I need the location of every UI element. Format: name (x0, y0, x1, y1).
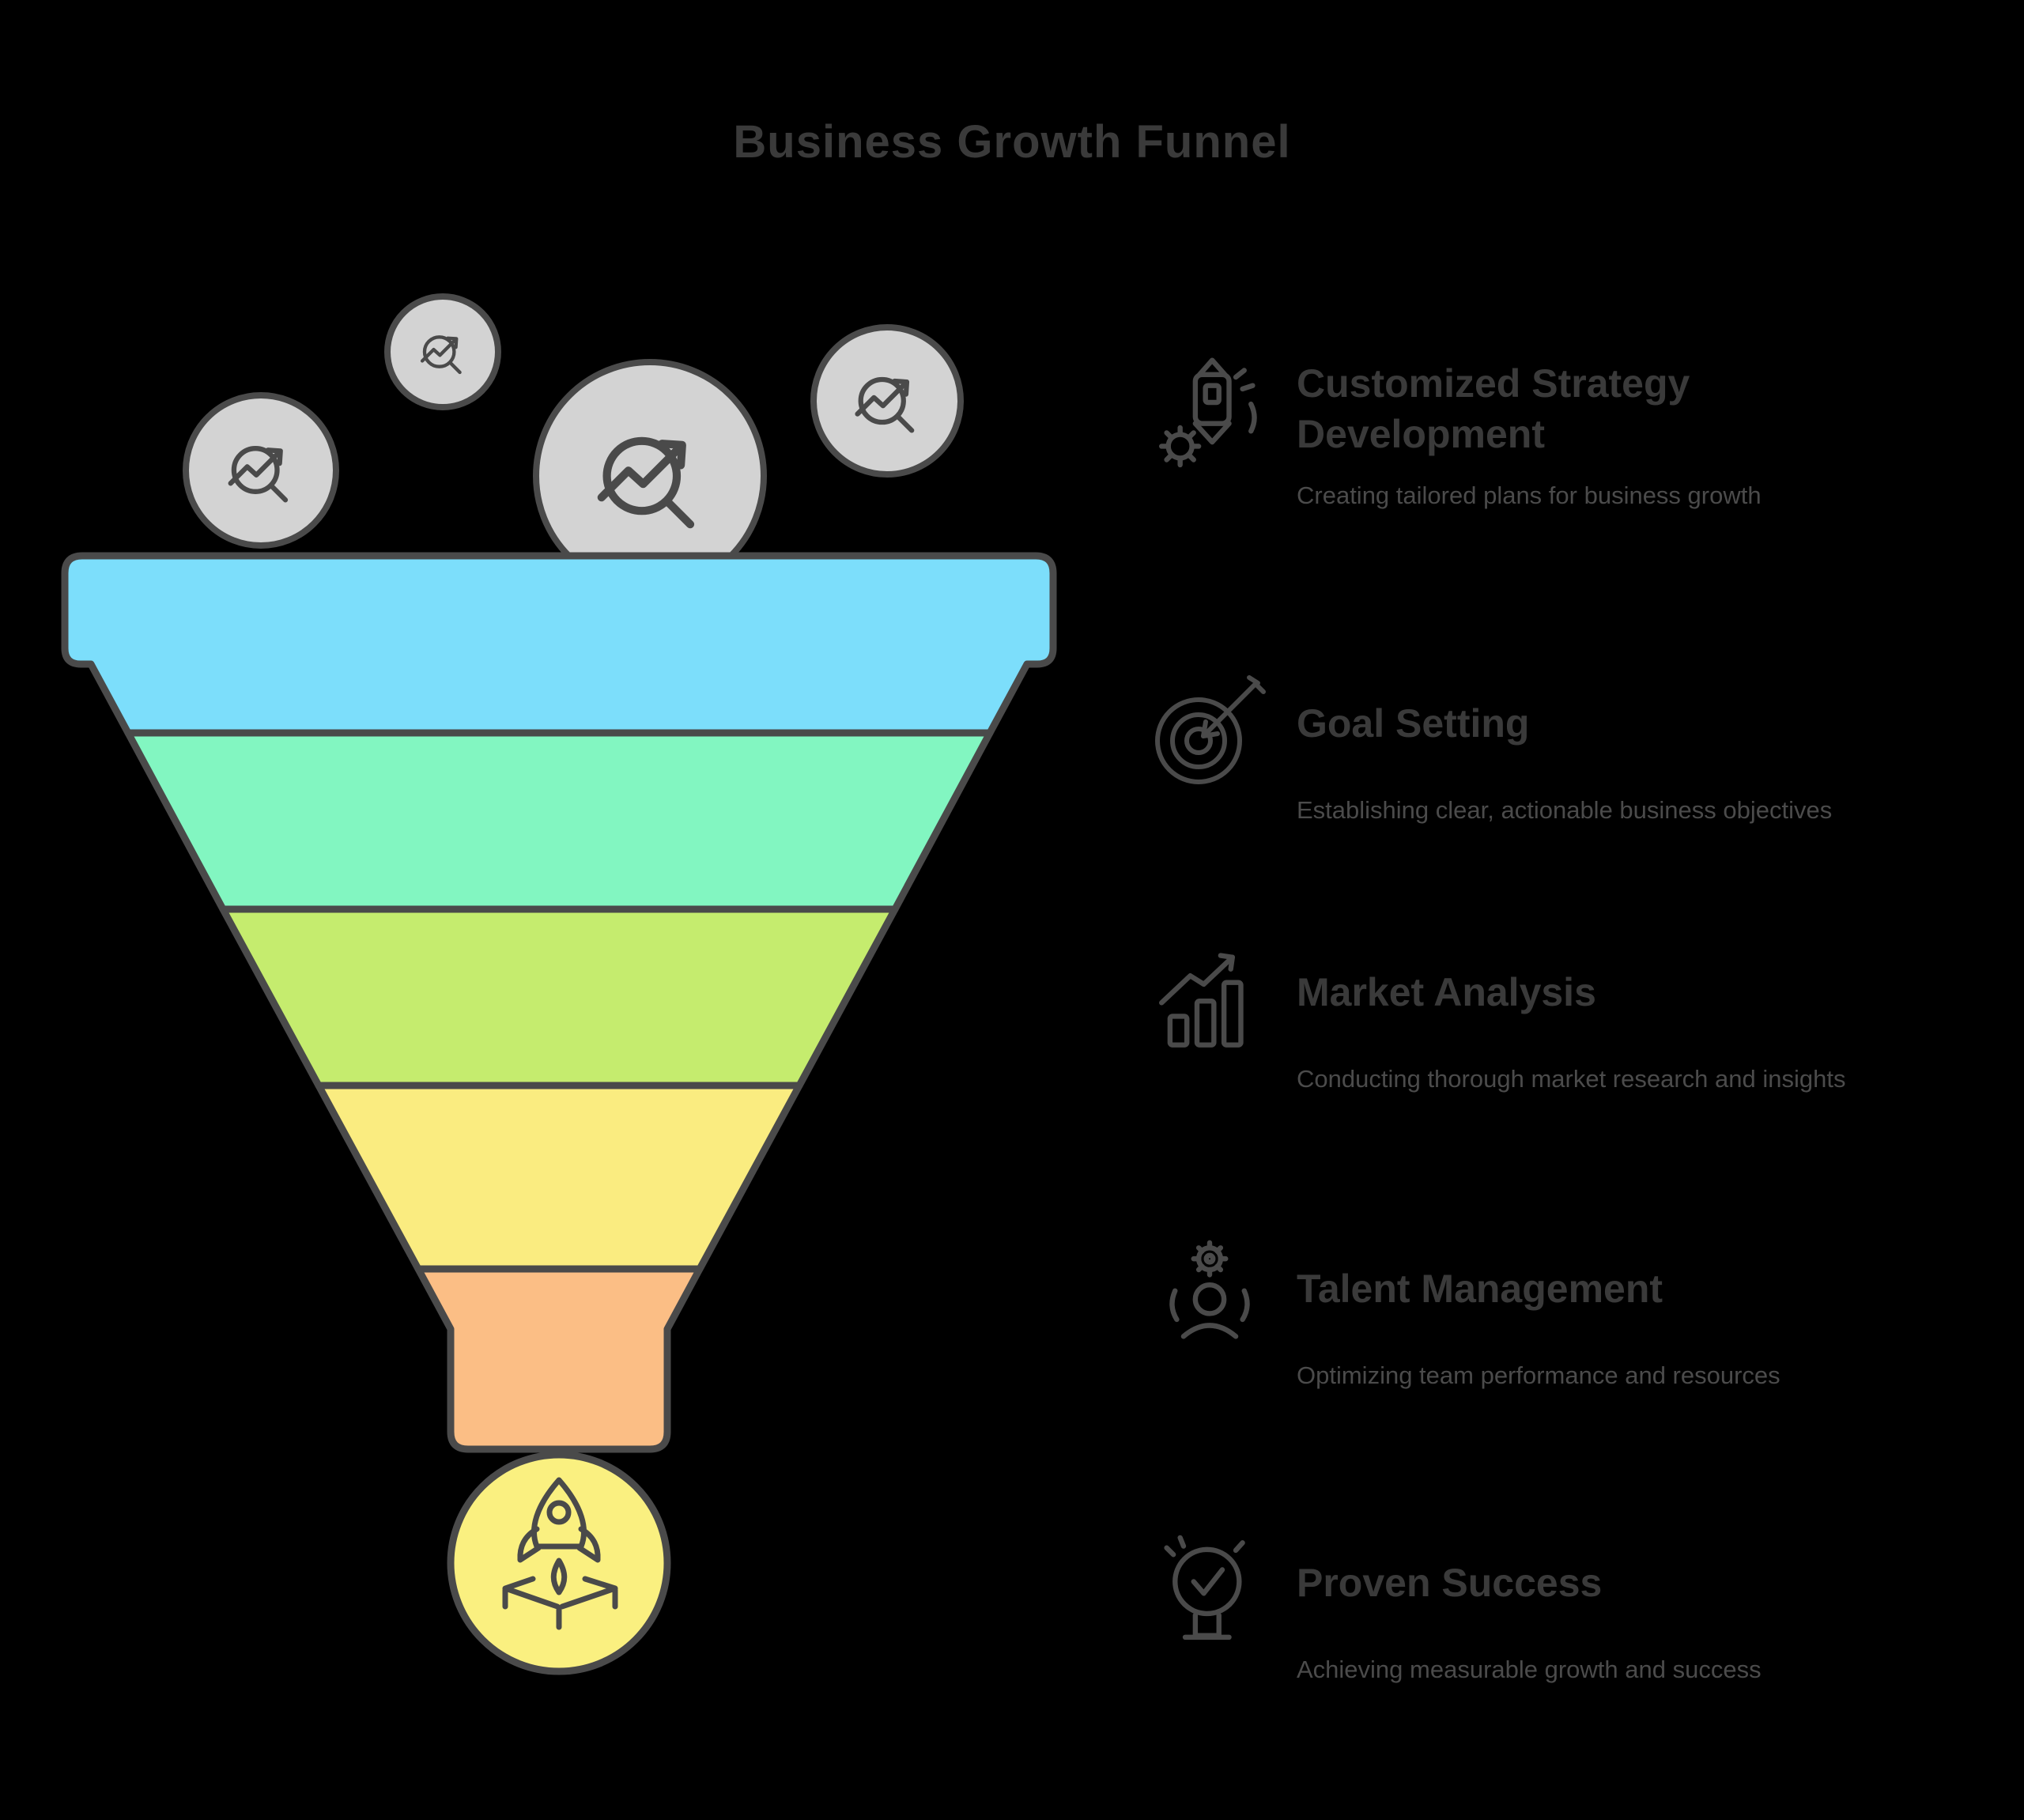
award-check-icon (1164, 1535, 1245, 1640)
funnel-stage-4 (315, 1082, 803, 1273)
item-subtitle: Conducting thorough market research and … (1297, 1065, 1846, 1093)
funnel-stages (61, 552, 1057, 1453)
item-heading: Market Analysis (1297, 970, 1596, 1014)
item-subtitle: Establishing clear, actionable business … (1297, 796, 1833, 824)
list-item-talent-management: Talent Management Optimizing team perfor… (1146, 1232, 2024, 1469)
bar-chart-growth-icon (1159, 953, 1244, 1048)
item-heading: Talent Management (1297, 1267, 1663, 1311)
page-title: Business Growth Funnel (733, 116, 1291, 168)
list-item-proven-success: Proven Success Achieving measurable grow… (1146, 1526, 2024, 1763)
strategy-icon (1159, 357, 1257, 468)
item-subtitle: Creating tailored plans for business gro… (1297, 481, 1762, 509)
analytics-bubbles (183, 293, 964, 593)
rocket-launch-icon (502, 1477, 618, 1630)
list-item-customized-strategy-development: Customized Strategy Development Creating… (1146, 352, 2024, 589)
funnel-stage-1 (61, 552, 1057, 737)
funnel-stage-5 (414, 1265, 704, 1453)
person-gear-icon (1169, 1240, 1250, 1339)
list-item-goal-setting: Goal Setting Establishing clear, actiona… (1146, 666, 2024, 904)
list-item-market-analysis: Market Analysis Conducting thorough mark… (1146, 935, 2024, 1172)
item-subtitle: Achieving measurable growth and success (1297, 1656, 1762, 1683)
item-subtitle: Optimizing team performance and resource… (1297, 1361, 1780, 1389)
item-heading: Customized Strategy Development (1297, 361, 1690, 456)
funnel-stage-2 (124, 729, 994, 913)
target-arrow-icon (1155, 675, 1266, 784)
funnel-stage-3 (219, 905, 899, 1089)
item-heading: Goal Setting (1297, 701, 1530, 746)
funnel-diagram (61, 293, 1057, 1675)
item-heading: Proven Success (1297, 1561, 1603, 1605)
